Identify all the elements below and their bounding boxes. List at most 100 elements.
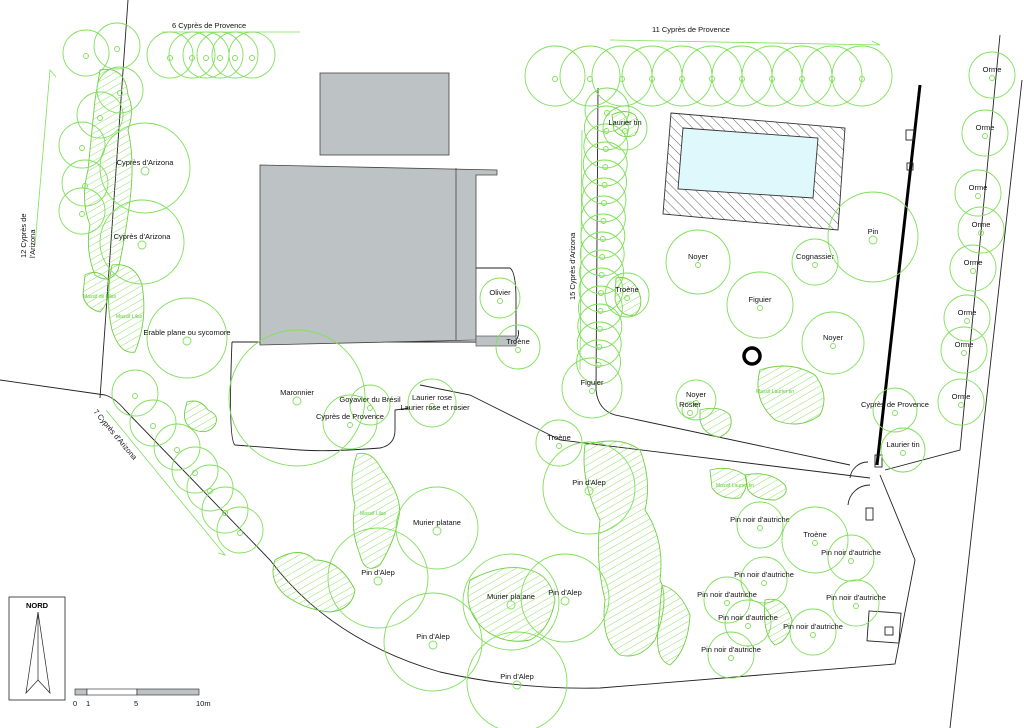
tree-label: Pin bbox=[868, 227, 879, 236]
tree-label: Cyprès d'Arizona bbox=[114, 232, 172, 241]
tree-canopy bbox=[495, 324, 541, 370]
tree-trunk-icon bbox=[868, 235, 878, 245]
tree-canopy bbox=[831, 45, 893, 107]
tree-trunk-icon bbox=[249, 55, 255, 61]
tree-trunk-icon bbox=[958, 402, 964, 408]
tree-canopy bbox=[520, 553, 610, 643]
tree-trunk-icon bbox=[982, 133, 988, 139]
tree-canopy bbox=[740, 556, 788, 604]
tree-canopy bbox=[577, 285, 623, 331]
tree-label: Cyprès de Provence bbox=[861, 400, 929, 409]
tree-trunk-icon bbox=[624, 295, 630, 301]
scale-tick: 0 bbox=[73, 699, 77, 708]
tree-label: Orme bbox=[972, 220, 991, 229]
tree-canopy bbox=[201, 486, 249, 534]
tree-label: Cyprès d'Arizona bbox=[117, 158, 175, 167]
tree-canopy bbox=[99, 199, 185, 285]
tree-trunk-icon bbox=[595, 362, 602, 368]
row-label-15-cypres: 15 Cyprès d'Arizona bbox=[568, 232, 577, 300]
tree-trunk-icon bbox=[189, 55, 195, 61]
tree-trunk-icon bbox=[79, 145, 85, 151]
tree-trunk-icon bbox=[174, 447, 180, 453]
tree-canopy bbox=[407, 378, 457, 428]
tree-trunk-icon bbox=[132, 393, 138, 399]
tree-trunk-icon bbox=[596, 326, 603, 332]
tree-trunk-icon bbox=[552, 76, 558, 82]
tree-trunk-icon bbox=[182, 336, 192, 346]
tree-canopy bbox=[61, 159, 109, 207]
tree-label: Pin d'Alep bbox=[548, 588, 582, 597]
row-label-11-cypres: 11 Cyprès de Provence bbox=[652, 25, 730, 34]
tree-canopy bbox=[580, 195, 626, 241]
tree-canopy bbox=[58, 187, 106, 235]
tree-canopy bbox=[535, 419, 583, 467]
tree-label: Pin d'Alep bbox=[572, 478, 606, 487]
tree-trunk-icon bbox=[432, 526, 442, 536]
tree-trunk-icon bbox=[600, 218, 607, 224]
tree-canopy bbox=[665, 229, 731, 295]
tree-label: Laurier rose et rosier bbox=[400, 403, 470, 412]
row-label-12-cypres: 12 Cyprès del'Arizona bbox=[19, 213, 37, 258]
tree-trunk-icon bbox=[830, 343, 836, 349]
tree-canopy bbox=[146, 297, 228, 379]
tree-trunk-icon bbox=[560, 596, 570, 606]
tree-label: Cognassier bbox=[796, 252, 834, 261]
tree-label: Orme bbox=[955, 340, 974, 349]
massif-label: Massif Laurier tin bbox=[756, 389, 794, 395]
tree-trunk-icon bbox=[428, 640, 438, 650]
tree-trunk-icon bbox=[367, 405, 373, 411]
tree-trunk-icon bbox=[975, 193, 981, 199]
tree-canopy bbox=[327, 527, 429, 629]
tree-label: Olivier bbox=[489, 288, 511, 297]
tree-label: Orme bbox=[983, 65, 1002, 74]
scale-bar: 0 1 5 10m bbox=[73, 688, 211, 708]
tree-trunk-icon bbox=[512, 680, 522, 690]
tree-trunk-icon bbox=[589, 388, 595, 394]
tree-canopy bbox=[872, 387, 918, 433]
tree-trunk-icon bbox=[757, 525, 763, 531]
tree-canopy bbox=[579, 231, 625, 277]
tree-label: Pin noir d'autriche bbox=[697, 590, 757, 599]
tree-trunk-icon bbox=[810, 632, 816, 638]
tree-trunk-icon bbox=[989, 75, 995, 81]
tree-trunk-icon bbox=[237, 530, 243, 536]
tree-trunk-icon bbox=[892, 410, 898, 416]
tree-canopy bbox=[146, 31, 194, 79]
tree-canopy bbox=[726, 271, 794, 339]
tree-canopy bbox=[943, 294, 991, 342]
tree-trunk-icon bbox=[745, 623, 751, 629]
tree-canopy bbox=[961, 109, 1009, 157]
tree-label: Murier platane bbox=[413, 518, 461, 527]
tree-canopy bbox=[789, 608, 837, 656]
tree-trunk-icon bbox=[757, 305, 763, 311]
massifs: Massif Laurier tin Massif de Lilas Massi… bbox=[82, 68, 825, 666]
north-arrow: NORD bbox=[8, 596, 66, 701]
tree-canopy bbox=[602, 105, 648, 151]
tree-canopy bbox=[462, 553, 560, 651]
tree-canopy bbox=[581, 177, 627, 223]
tree-canopy bbox=[129, 399, 177, 447]
tree-canopy bbox=[791, 238, 839, 286]
tree-label: Maronnier bbox=[280, 388, 314, 397]
tree-canopy bbox=[216, 506, 264, 554]
scale-tick: 10m bbox=[196, 699, 211, 708]
tree-canopy bbox=[479, 277, 521, 319]
tree-label: Orme bbox=[969, 183, 988, 192]
tree-trunk-icon bbox=[599, 254, 606, 260]
tree-trunk-icon bbox=[812, 540, 818, 546]
tree-canopy bbox=[466, 631, 568, 728]
tree-canopy bbox=[577, 303, 623, 349]
tree-canopy bbox=[582, 159, 628, 205]
tree-trunk-icon bbox=[167, 55, 173, 61]
tree-canopy bbox=[781, 506, 849, 574]
tree-trunk-icon bbox=[140, 166, 150, 176]
tree-canopy bbox=[561, 357, 623, 419]
tree-canopy bbox=[542, 441, 636, 535]
tree-label: Figuier bbox=[581, 378, 604, 387]
well-icon bbox=[742, 346, 762, 366]
tree-label: Pin noir d'autriche bbox=[718, 613, 778, 622]
tree-label: Pin d'Alep bbox=[416, 632, 450, 641]
tree-label: Orme bbox=[958, 308, 977, 317]
tree-canopy bbox=[832, 579, 880, 627]
